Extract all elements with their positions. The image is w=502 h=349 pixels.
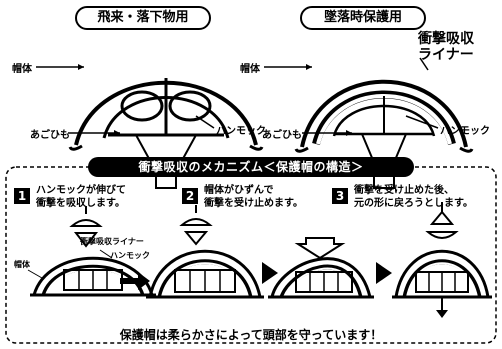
- step-3-text: 衝撃を受け止めた後、 元の形に戻ろうとします。: [354, 185, 473, 209]
- footer-text: 保護帽は柔らかさによって頭部を守っています！: [119, 328, 383, 342]
- step-1-text: ハンモックが伸びて 衝撃を吸収します。: [36, 185, 126, 209]
- left-chin-label: あごひも: [30, 130, 70, 141]
- left-title: 飛来・落下物用: [75, 6, 211, 30]
- mech-liner-label: 衝撃吸収ライナー: [80, 237, 144, 246]
- mech-shell-label: 帽体: [14, 260, 30, 269]
- step-1-number: 1: [14, 188, 30, 204]
- mech-helmet-4: [392, 202, 492, 318]
- right-chin-label: あごひも: [262, 130, 302, 141]
- mech-hammock-label: ハンモック: [110, 251, 150, 260]
- right-hammock-label: ハンモック: [440, 126, 490, 137]
- mech-helmet-3: [268, 237, 374, 299]
- right-title: 墜落時保護用: [300, 6, 426, 30]
- mech-helmet-2: [146, 205, 264, 299]
- step-3-number: 3: [332, 188, 348, 204]
- right-shell-label: 帽体: [240, 64, 260, 75]
- step-2-number: 2: [182, 188, 198, 204]
- step-2-text: 帽体がひずんで 衝撃を受け止めます。: [204, 185, 303, 209]
- mechanism-title: 衝撃吸収のメカニズム＜保護帽の構造＞: [88, 157, 414, 177]
- left-shell-label: 帽体: [12, 64, 32, 75]
- left-hammock-label: ハンモック: [216, 126, 266, 137]
- right-liner-label: 衝撃吸収 ライナー: [418, 31, 474, 63]
